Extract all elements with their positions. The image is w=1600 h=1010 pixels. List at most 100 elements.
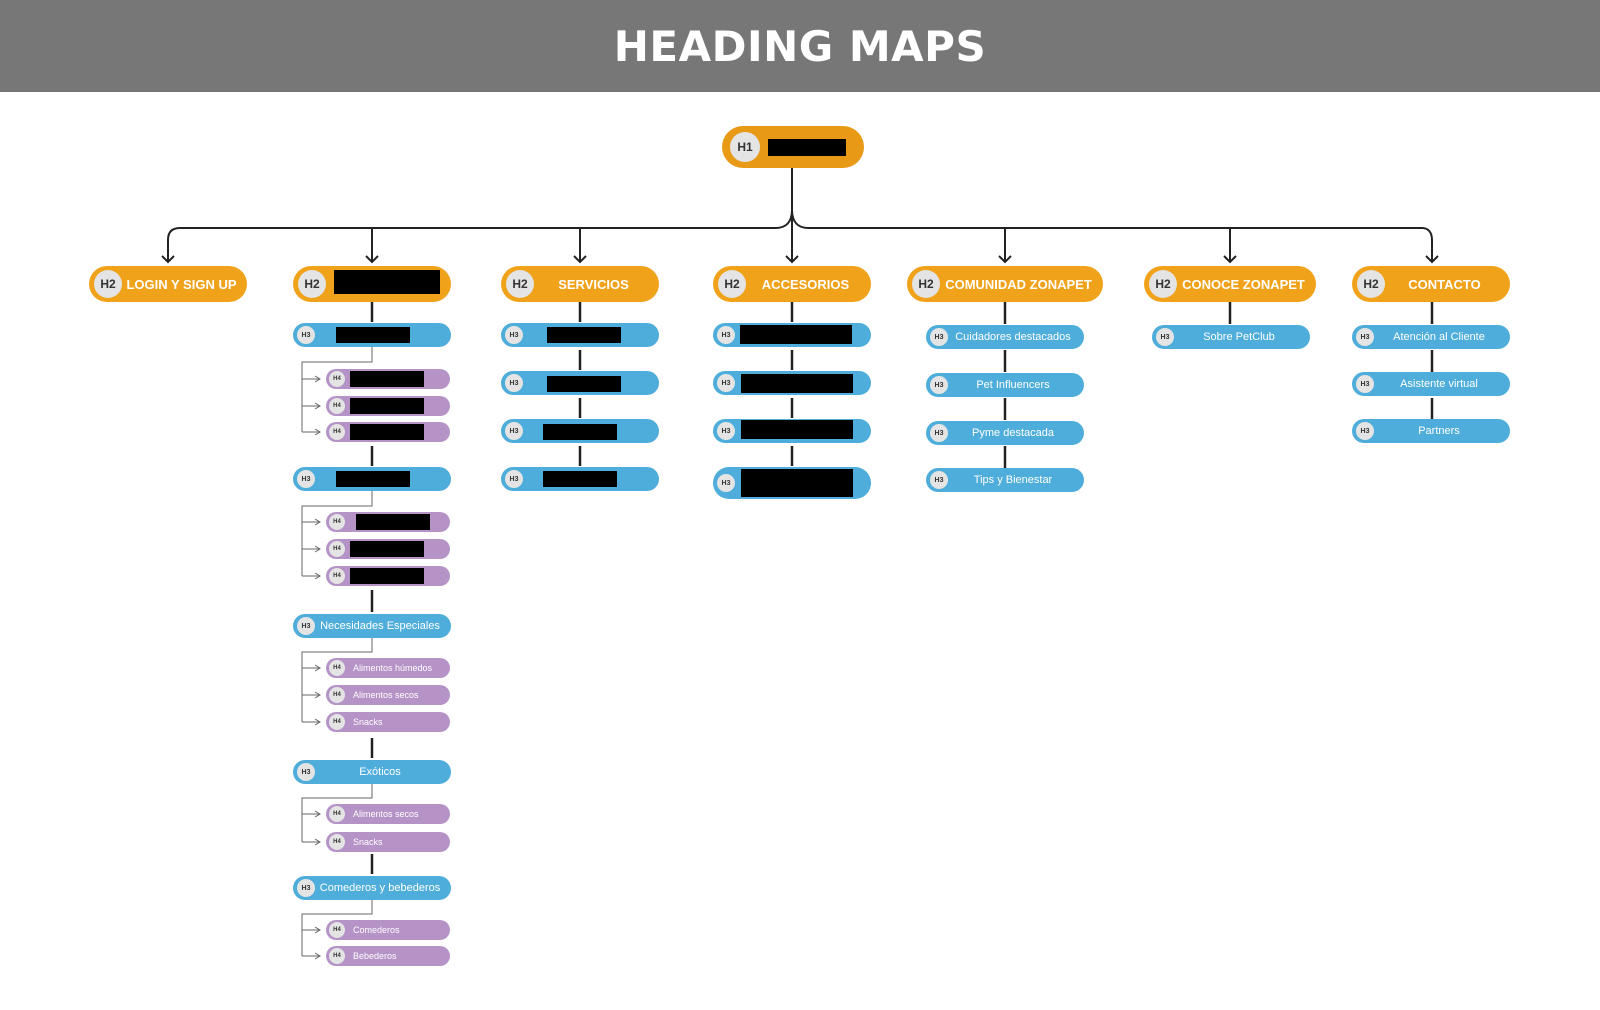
redaction-bar [350,568,424,584]
h2-comunidad-zonapet: H2 COMUNIDAD ZONAPET [907,266,1103,302]
redaction-bar [336,327,410,343]
h2-badge: H2 [298,270,326,298]
page-title: HEADING MAPS [613,21,987,71]
h4-badge: H4 [329,922,345,938]
h3-badge: H3 [717,422,735,440]
h2-badge: H2 [1149,270,1177,298]
page-header: HEADING MAPS [0,0,1600,92]
h2-contacto: H2 CONTACTO [1352,266,1510,302]
h3-node: H3 Cuidadores destacados [926,325,1084,349]
redaction-bar [543,424,617,440]
h2-servicios: H2 SERVICIOS [501,266,659,302]
h4-node: H4 Snacks [326,832,450,852]
h3-node: H3 Tips y Bienestar [926,468,1084,492]
h4-badge: H4 [329,398,345,414]
redaction-bar [350,398,424,414]
h4-label: Snacks [353,837,383,847]
h3-badge: H3 [1356,375,1374,393]
h3-label: Comederos y bebederos [319,882,441,894]
h4-badge: H4 [329,834,345,850]
h3-node: H3 Partners [1352,419,1510,443]
h4-badge: H4 [329,687,345,703]
h4-label: Alimentos húmedos [353,663,433,673]
h3-node: H3 Asistente virtual [1352,372,1510,396]
h4-node: H4 Comederos [326,920,450,940]
h4-badge: H4 [329,714,345,730]
h3-label: Pet Influencers [976,379,1050,391]
h4-badge: H4 [329,948,345,964]
h3-badge: H3 [717,474,735,492]
h4-badge: H4 [329,541,345,557]
h3-node: H3 Exóticos [293,760,451,784]
h3-label: Necesidades Especiales [320,620,440,632]
h4-node: H4 Alimentos secos [326,685,450,705]
h3-node: H3 Pyme destacada [926,421,1084,445]
h3-badge: H3 [930,376,948,394]
h3-badge: H3 [1356,328,1374,346]
h4-label: Alimentos secos [353,809,419,819]
h3-node: H3 Sobre PetClub [1152,325,1310,349]
h4-node: H4 Bebederos [326,946,450,966]
h2-label: LOGIN Y SIGN UP [126,276,237,292]
redaction-bar [336,471,410,487]
h3-label: Partners [1418,425,1460,437]
h2-label: SERVICIOS [558,276,629,292]
h4-label: Snacks [353,717,383,727]
h3-badge: H3 [297,879,315,897]
redaction-bar [547,376,621,392]
h2-accesorios: H2 ACCESORIOS [713,266,871,302]
h3-node: H3 Necesidades Especiales [293,614,451,638]
redaction-bar [350,371,424,387]
h4-badge: H4 [329,806,345,822]
h3-badge: H3 [505,470,523,488]
redaction-bar [741,374,853,393]
h3-badge: H3 [717,374,735,392]
h4-label: Alimentos secos [353,690,419,700]
h4-label: Comederos [353,925,400,935]
h3-badge: H3 [717,326,735,344]
redaction-bar [768,139,846,156]
h2-badge: H2 [718,270,746,298]
h3-label: Exóticos [359,766,401,778]
h4-badge: H4 [329,371,345,387]
h3-label: Atención al Cliente [1393,331,1485,343]
redaction-bar [350,541,424,557]
h2-badge: H2 [1357,270,1385,298]
h2-badge: H2 [506,270,534,298]
redaction-bar [740,325,852,344]
h3-label: Pyme destacada [972,427,1054,439]
h2-label: COMUNIDAD ZONAPET [945,276,1092,292]
h3-badge: H3 [1356,422,1374,440]
h2-label: CONTACTO [1408,276,1481,292]
h2-label: ACCESORIOS [761,276,850,292]
h3-badge: H3 [930,424,948,442]
h3-badge: H3 [297,326,315,344]
h2-label: CONOCE ZONAPET [1182,276,1305,292]
h4-node: H4 Alimentos húmedos [326,658,450,678]
h3-label: Cuidadores destacados [955,331,1071,343]
h4-badge: H4 [329,514,345,530]
h3-badge: H3 [297,763,315,781]
h2-login-signup: H2 LOGIN Y SIGN UP [89,266,247,302]
redaction-bar [543,471,617,487]
h3-badge: H3 [505,326,523,344]
h3-node: H3 Pet Influencers [926,373,1084,397]
h4-badge: H4 [329,424,345,440]
h3-label: Tips y Bienestar [973,474,1053,486]
h3-badge: H3 [1156,328,1174,346]
h3-badge: H3 [297,470,315,488]
h3-badge: H3 [930,471,948,489]
h3-badge: H3 [930,328,948,346]
h2-conoce-zonapet: H2 CONOCE ZONAPET [1144,266,1316,302]
h3-node: H3 Comederos y bebederos [293,876,451,900]
redaction-bar [741,469,853,497]
h4-badge: H4 [329,568,345,584]
redaction-bar [350,424,424,440]
h3-node: H3 Atención al Cliente [1352,325,1510,349]
h3-label: Asistente virtual [1400,378,1478,390]
h3-badge: H3 [505,422,523,440]
h4-label: Bebederos [353,951,397,961]
redaction-bar [356,514,430,530]
h1-badge: H1 [730,132,760,162]
